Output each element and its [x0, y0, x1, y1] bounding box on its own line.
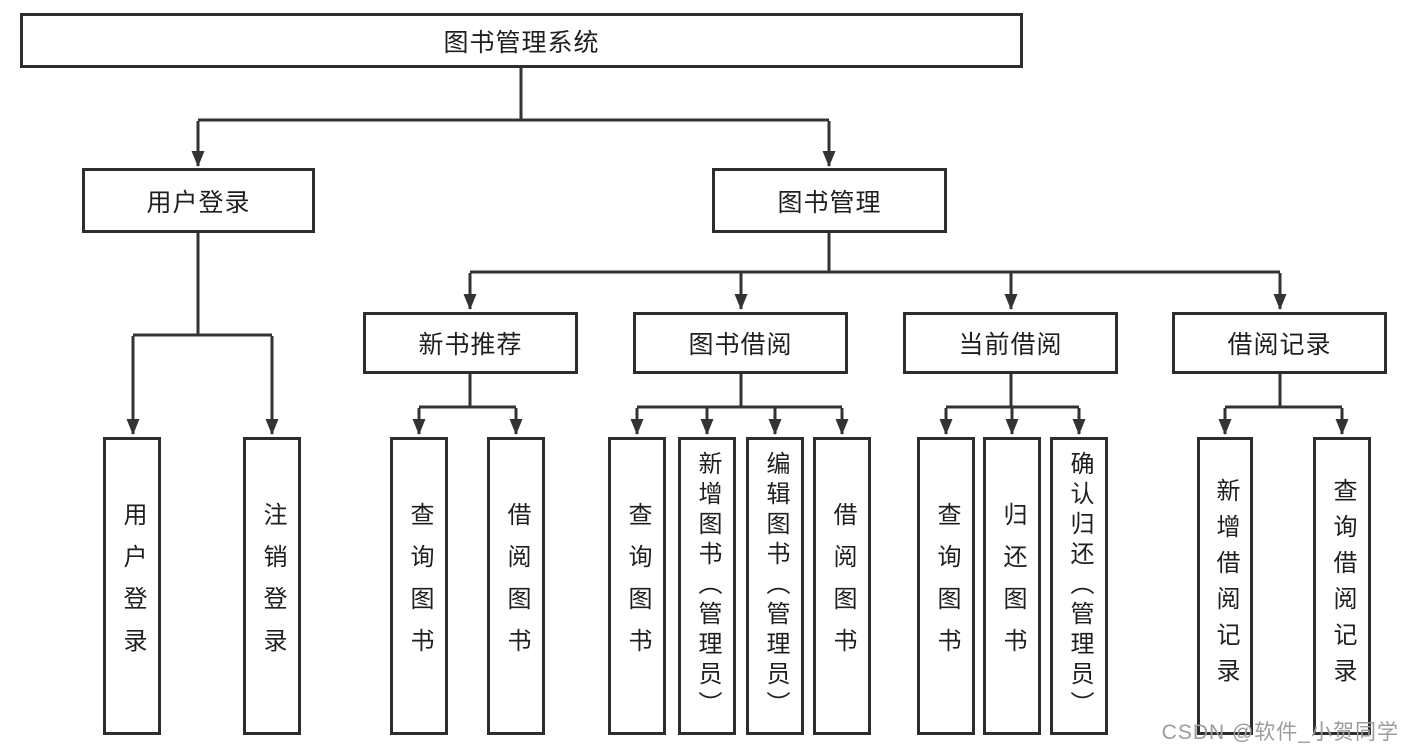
node-label: 借阅图书 — [829, 502, 856, 670]
node-label: 编辑图书（管理员） — [762, 451, 789, 721]
node-book-management: 图书管理 — [712, 168, 947, 233]
leaf-confirm-return-admin: 确认归还（管理员） — [1050, 437, 1108, 735]
leaf-return-book: 归还图书 — [983, 437, 1041, 735]
leaf-user-login: 用户登录 — [103, 437, 161, 735]
node-current-borrow: 当前借阅 — [903, 312, 1118, 374]
leaf-query-borrow-record: 查询借阅记录 — [1313, 437, 1371, 735]
leaf-query-books-current: 查询图书 — [917, 437, 975, 735]
node-label: 确认归还（管理员） — [1066, 451, 1093, 721]
leaf-query-books-borrow: 查询图书 — [608, 437, 666, 735]
leaf-edit-book-admin: 编辑图书（管理员） — [746, 437, 804, 735]
node-label: 新书推荐 — [418, 331, 523, 359]
node-label: 借阅图书 — [503, 502, 530, 670]
leaf-add-borrow-record: 新增借阅记录 — [1197, 437, 1253, 735]
node-label: 当前借阅 — [958, 331, 1063, 359]
node-borrow-records: 借阅记录 — [1172, 312, 1387, 374]
node-new-book-recommend: 新书推荐 — [363, 312, 578, 374]
node-label: 图书借阅 — [688, 331, 793, 359]
leaf-borrow-books: 借阅图书 — [813, 437, 871, 735]
csdn-watermark: CSDN @软件_小贺同学 — [1161, 721, 1399, 744]
node-label: 查询图书 — [933, 502, 960, 670]
node-user-login: 用户登录 — [82, 168, 315, 233]
node-library-system: 图书管理系统 — [20, 13, 1023, 68]
node-label: 新增图书（管理员） — [694, 451, 721, 721]
leaf-query-books-recommend: 查询图书 — [390, 437, 448, 735]
node-label: 注销登录 — [259, 502, 286, 670]
node-label: 归还图书 — [999, 502, 1026, 670]
node-label: 用户登录 — [146, 188, 251, 217]
node-label: 新增借阅记录 — [1212, 478, 1239, 694]
node-label: 查询图书 — [624, 502, 651, 670]
node-label: 查询借阅记录 — [1329, 478, 1356, 694]
node-label: 借阅记录 — [1227, 331, 1332, 359]
node-label: 用户登录 — [119, 502, 146, 670]
leaf-borrow-books-recommend: 借阅图书 — [487, 437, 545, 735]
node-label: 图书管理系统 — [443, 28, 600, 57]
node-label: 查询图书 — [406, 502, 433, 670]
leaf-logout-login: 注销登录 — [243, 437, 301, 735]
leaf-add-book-admin: 新增图书（管理员） — [678, 437, 736, 735]
node-book-borrow: 图书借阅 — [633, 312, 848, 374]
node-label: 图书管理 — [777, 188, 882, 217]
